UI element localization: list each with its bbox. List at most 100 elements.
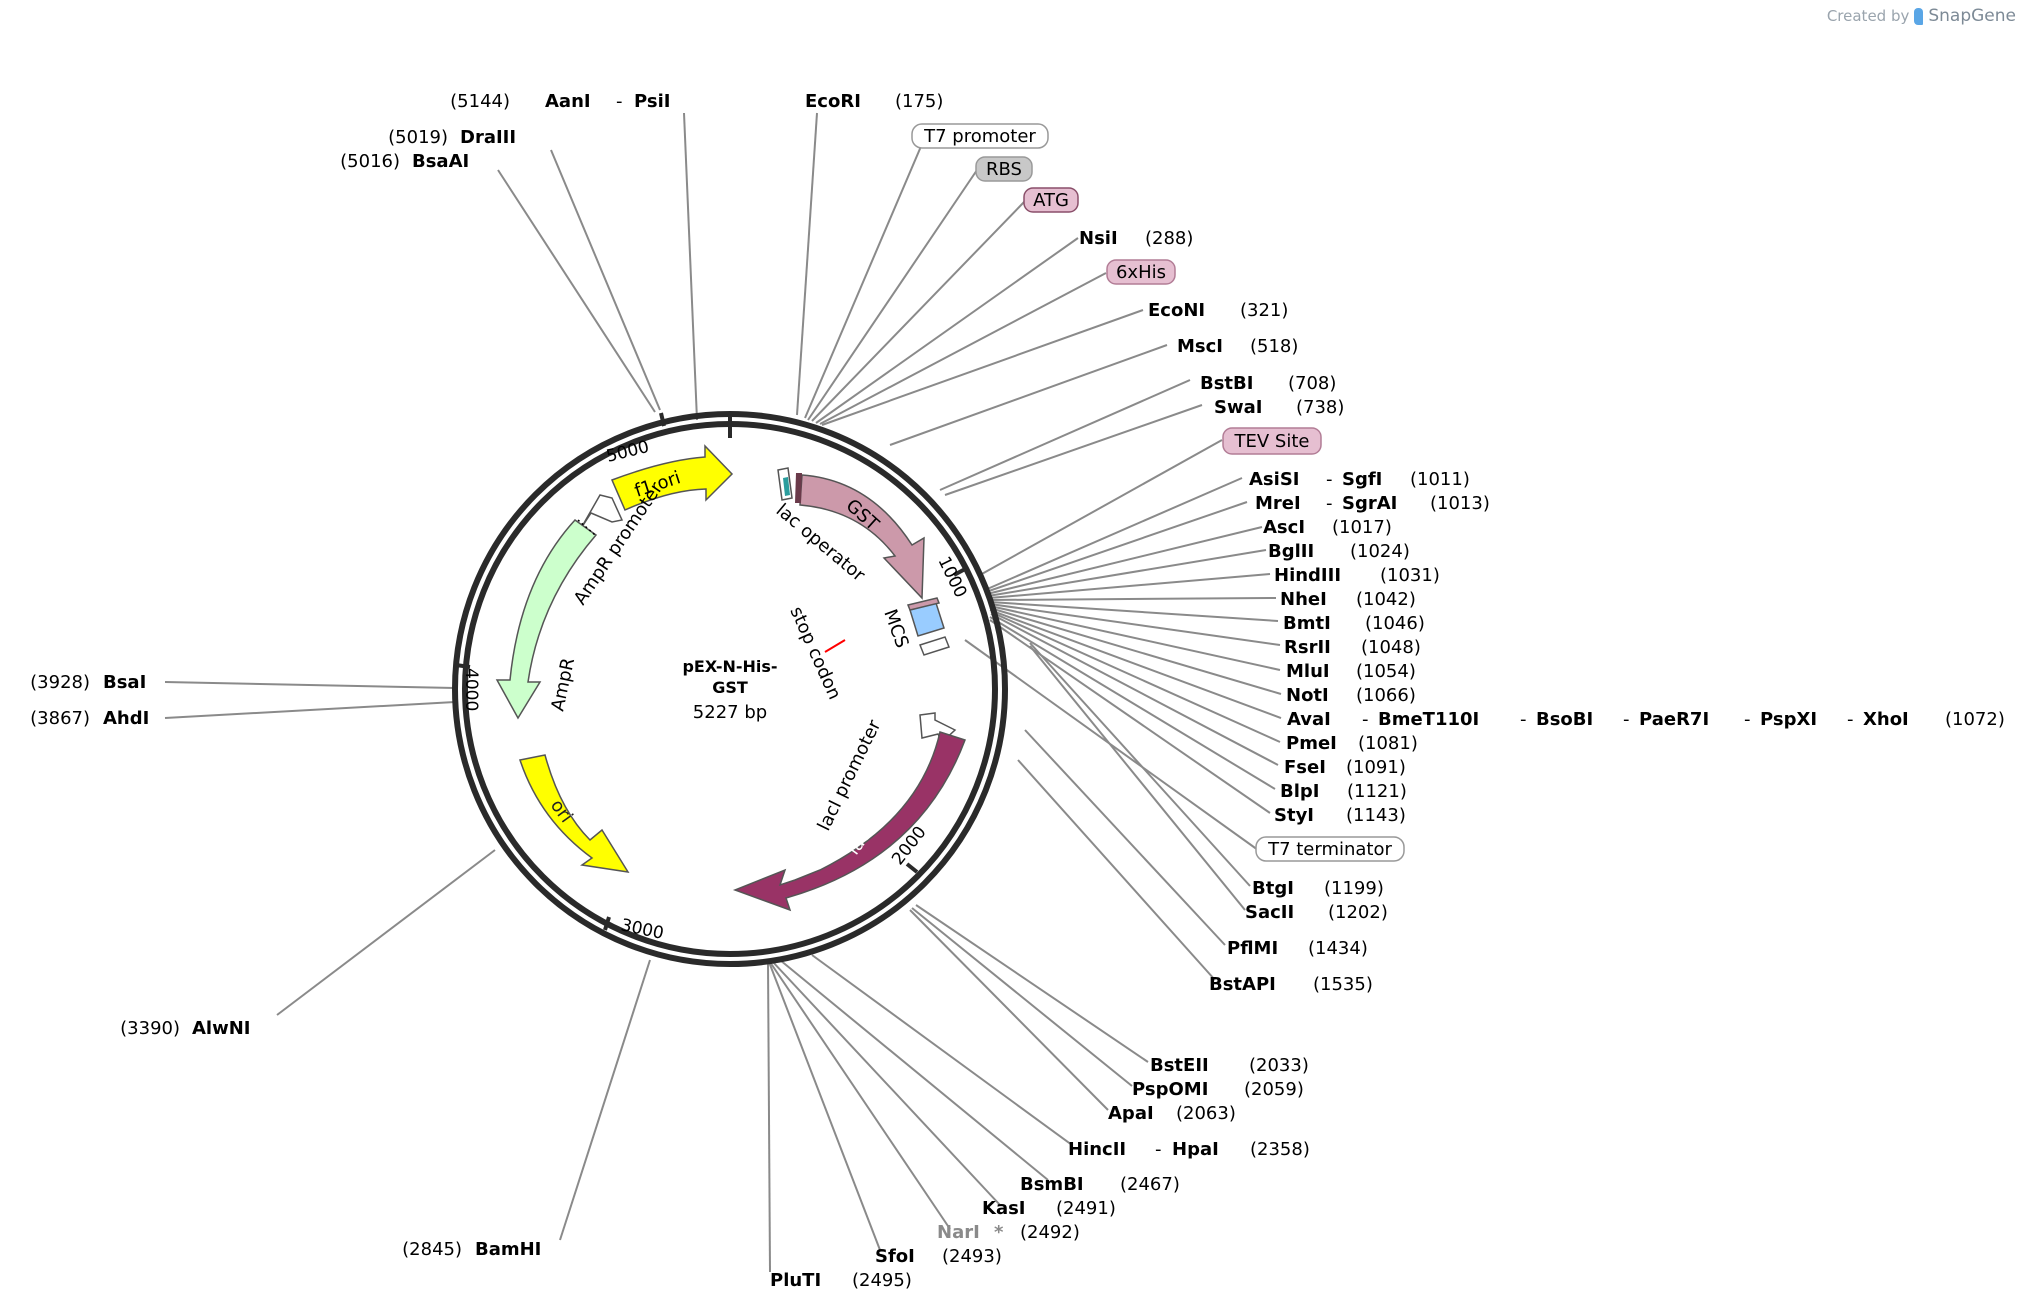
his6-tag: 6xHis [1106, 259, 1176, 285]
svg-text:AsiSI: AsiSI [1249, 469, 1299, 490]
svg-text:(1199): (1199) [1324, 878, 1384, 899]
leader-pflmi [1024, 729, 1226, 946]
site-ahdi: (3867)AhdI [30, 708, 149, 729]
plasmid-center-label: pEX-N-His- GST 5227 bp [682, 657, 777, 723]
svg-text:(1011): (1011) [1410, 469, 1470, 490]
tev-site-tag: TEV Site [1222, 427, 1322, 455]
stop-codon-mark [824, 639, 846, 653]
svg-text:SwaI: SwaI [1214, 397, 1262, 418]
tick-1000 [953, 566, 968, 577]
svg-text:(3867): (3867) [30, 708, 90, 729]
svg-text:BstEII: BstEII [1150, 1055, 1209, 1076]
leader-nsii [815, 237, 1079, 424]
svg-text:-: - [1520, 709, 1527, 730]
site-btgi: BtgI(1199) [1252, 878, 1384, 899]
svg-text:-: - [1326, 469, 1333, 490]
svg-text:FseI: FseI [1284, 757, 1326, 778]
svg-text:(2063): (2063) [1176, 1103, 1236, 1124]
plasmid-name-line2: GST [712, 678, 748, 697]
t7-promoter-tag: T7 promoter [911, 123, 1049, 149]
feature-boxed-labels: T7 promoter RBS ATG 6xHis TEV Site T7 te… [911, 123, 1405, 862]
svg-text:-: - [616, 91, 623, 112]
leader-bglii [987, 549, 1267, 597]
leader-bstbi [939, 379, 1191, 491]
svg-text:RBS: RBS [986, 159, 1022, 180]
lac-operator-teal [783, 477, 790, 496]
svg-text:BmtI: BmtI [1283, 613, 1331, 634]
svg-text:(1535): (1535) [1313, 974, 1373, 995]
leader-fsei [990, 613, 1279, 766]
leader-nhei [989, 597, 1277, 601]
site-noti: NotI(1066) [1286, 685, 1416, 706]
leader-sacii [1029, 645, 1246, 911]
atg-mark [795, 473, 802, 503]
leader-bamhi [559, 959, 651, 1241]
stop-codon-label: stop codon [785, 603, 845, 702]
svg-text:HincII: HincII [1068, 1139, 1126, 1160]
svg-text:BglII: BglII [1268, 541, 1314, 562]
site-kasi: KasI(2491) [982, 1198, 1116, 1219]
leader-bsai [164, 681, 456, 689]
site-econi: EcoNI (321) [1148, 300, 1288, 321]
leader-alwni [276, 849, 496, 1016]
svg-text:EcoRI: EcoRI [805, 91, 861, 112]
site-sfoi: SfoI(2493) [875, 1246, 1002, 1267]
site-draiii: (5019)DraIII [388, 127, 516, 148]
svg-text:(2059): (2059) [1244, 1079, 1304, 1100]
leader-asisi [984, 477, 1243, 591]
leader-kasi [771, 960, 1001, 1206]
leader-apai [909, 909, 1109, 1111]
leader-styi [989, 619, 1271, 814]
leader-ahdi [164, 701, 456, 719]
svg-text:SgrAI: SgrAI [1342, 493, 1397, 514]
svg-text:*: * [994, 1222, 1004, 1243]
svg-text:(518): (518) [1250, 336, 1298, 357]
site-pmei: PmeI(1081) [1286, 733, 1418, 754]
ori-arrow [519, 754, 630, 873]
site-pluti: PluTI(2495) [770, 1270, 912, 1291]
svg-text:-: - [1155, 1139, 1162, 1160]
svg-text:BmeT110I: BmeT110I [1378, 709, 1479, 730]
tick-label-3000: 3000 [619, 915, 665, 944]
leader-avai [989, 609, 1282, 719]
svg-text:(2845): (2845) [402, 1239, 462, 1260]
leader-atg [811, 200, 1026, 422]
svg-text:BsaI: BsaI [103, 672, 146, 693]
site-bstapi: BstAPI (1535) [1209, 974, 1373, 995]
site-bsmbi: BsmBI(2467) [1020, 1174, 1180, 1195]
leader-rsrii [989, 603, 1281, 646]
feature-arrows [495, 444, 966, 912]
svg-text:T7 promoter: T7 promoter [923, 126, 1036, 147]
svg-text:(1017): (1017) [1332, 517, 1392, 538]
svg-text:(5019): (5019) [388, 127, 448, 148]
svg-text:(1046): (1046) [1365, 613, 1425, 634]
svg-text:(1143): (1143) [1346, 805, 1406, 826]
f1-ori-arrow [610, 444, 734, 511]
leader-swai [944, 404, 1203, 496]
leader-mrei [985, 501, 1248, 593]
svg-text:(3390): (3390) [120, 1018, 180, 1039]
svg-text:(2467): (2467) [1120, 1174, 1180, 1195]
leader-draiii [550, 149, 661, 411]
svg-text:-: - [1847, 709, 1854, 730]
svg-text:(1054): (1054) [1356, 661, 1416, 682]
plasmid-name-line1: pEX-N-His- [682, 657, 777, 676]
site-hindiii: HindIII(1031) [1274, 565, 1440, 586]
svg-text:PaeR7I: PaeR7I [1639, 709, 1709, 730]
svg-text:6xHis: 6xHis [1116, 262, 1166, 283]
site-nsii: NsiI(288) [1079, 228, 1193, 249]
site-pflmi: PflMI(1434) [1227, 938, 1368, 959]
svg-text:(321): (321) [1240, 300, 1288, 321]
leader-hindiii [988, 573, 1271, 599]
tick-2000 [905, 862, 919, 874]
svg-text:NotI: NotI [1286, 685, 1329, 706]
tick-4000 [455, 663, 471, 669]
svg-text:(175): (175) [895, 91, 943, 112]
svg-text:EcoNI: EcoNI [1148, 300, 1205, 321]
svg-text:(288): (288) [1145, 228, 1193, 249]
svg-text:BstAPI: BstAPI [1209, 974, 1276, 995]
laci-promoter-label: lacI promoter [814, 716, 886, 834]
tick-3000 [603, 916, 611, 931]
svg-text:(2358): (2358) [1250, 1139, 1310, 1160]
leader-bsteii [915, 904, 1149, 1063]
